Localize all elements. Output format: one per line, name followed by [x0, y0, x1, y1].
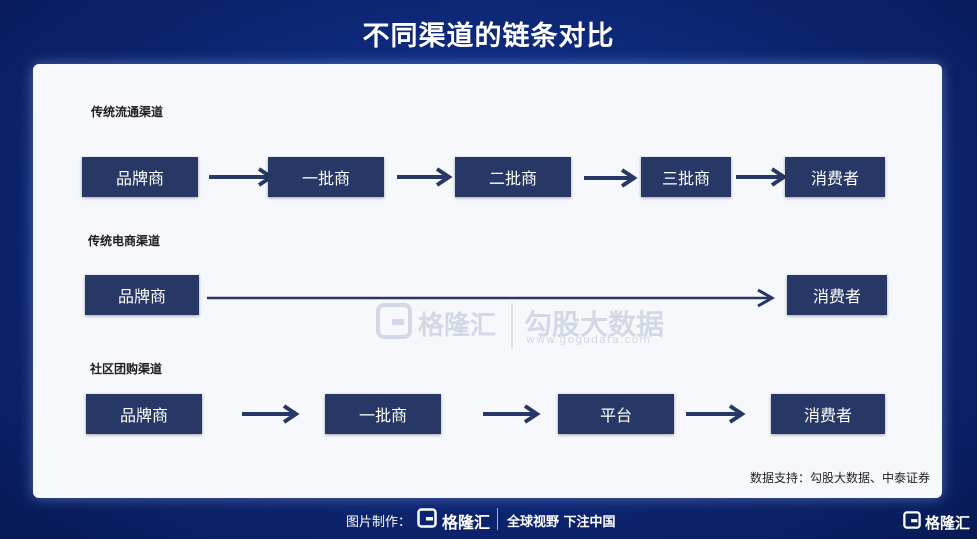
node-brand: 品牌商 [82, 157, 198, 197]
diagram-panel: 传统流通渠道 品牌商 一批商 二批商 三批商 消费者 传统电商渠道 品牌商 消费… [33, 64, 942, 498]
arrow-icon [736, 167, 788, 187]
watermark-url: www.gogudata.com [526, 333, 651, 346]
node-second-wholesaler: 二批商 [455, 157, 571, 197]
arrow-icon [242, 404, 300, 424]
arrow-icon [207, 288, 776, 308]
footer: 图片制作： 格隆汇 全球视野 下注中国 [0, 505, 977, 535]
footer-separator [497, 508, 498, 530]
section-label-ecommerce: 传统电商渠道 [88, 234, 161, 248]
arrow-icon [584, 168, 638, 188]
watermark-brand2: 勾股大数据 [524, 308, 665, 341]
corner-brand: 格隆汇 [925, 514, 971, 532]
g-logo-icon [376, 303, 412, 339]
node-consumer: 消费者 [785, 157, 885, 197]
node-brand: 品牌商 [86, 394, 202, 434]
arrow-icon [483, 404, 541, 424]
watermark-separator [511, 303, 513, 349]
watermark-brand: 格隆汇 [418, 311, 497, 341]
g-logo-icon [903, 511, 921, 529]
node-third-wholesaler: 三批商 [641, 157, 731, 197]
g-logo-icon [417, 508, 437, 528]
source-note: 数据支持：勾股大数据、中泰证券 [749, 471, 930, 485]
node-platform: 平台 [558, 394, 674, 434]
page-title: 不同渠道的链条对比 [362, 21, 615, 52]
node-consumer: 消费者 [787, 275, 887, 315]
footer-brand: 格隆汇 [442, 513, 491, 532]
node-brand: 品牌商 [85, 275, 199, 315]
footer-slogan: 全球视野 下注中国 [507, 515, 616, 530]
watermark: 格隆汇 勾股大数据 www.gogudata.com [376, 301, 676, 361]
node-first-wholesaler: 一批商 [325, 394, 441, 434]
node-consumer: 消费者 [771, 394, 885, 434]
arrow-icon [686, 404, 746, 424]
footer-made-by-label: 图片制作： [346, 515, 412, 530]
node-first-wholesaler: 一批商 [268, 157, 384, 197]
section-label-traditional: 传统流通渠道 [91, 105, 164, 119]
section-label-community: 社区团购渠道 [90, 362, 163, 376]
arrow-icon [397, 167, 453, 187]
